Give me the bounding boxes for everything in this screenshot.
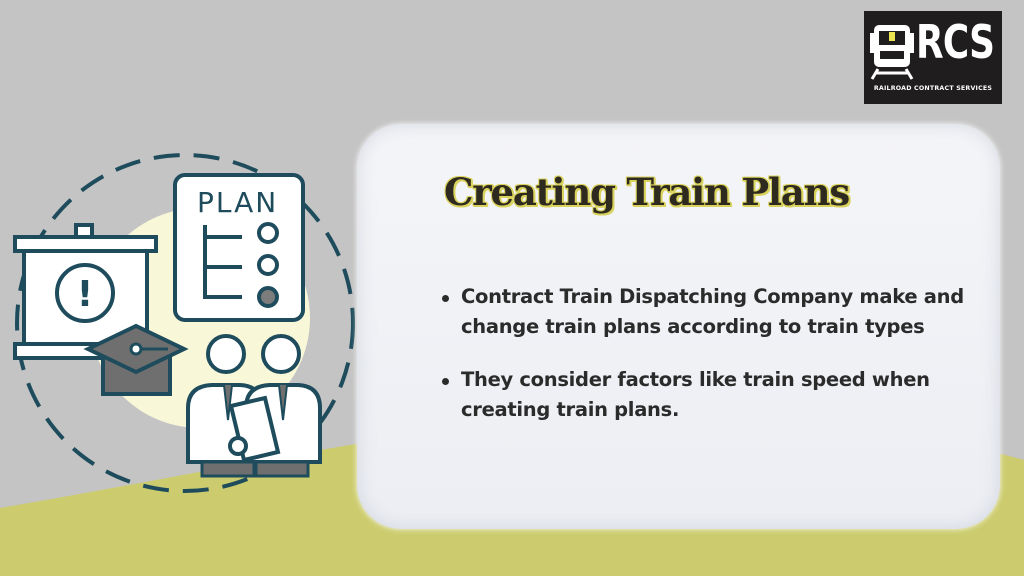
bullet-text: They consider factors like train speed w…	[461, 368, 930, 421]
train-icon	[870, 25, 914, 80]
bullet-dot-icon	[442, 378, 449, 385]
bullet-list: Contract Train Dispatching Company make …	[438, 282, 978, 448]
plan-checklist-icon: PLAN	[173, 173, 305, 322]
illustration: ! PLAN	[13, 153, 355, 493]
logo-letters: RCS	[916, 15, 995, 69]
content-card	[357, 124, 1000, 529]
list-item: They consider factors like train speed w…	[438, 365, 978, 425]
logo-tagline: RAILROAD CONTRACT SERVICES	[873, 85, 993, 92]
slide-title: Creating Train Plans	[444, 170, 850, 214]
bullet-dot-icon	[442, 295, 449, 302]
document-icon	[228, 395, 281, 463]
graduation-cap-icon	[83, 323, 189, 396]
plan-label: PLAN	[197, 186, 278, 219]
dashed-circle	[15, 153, 355, 493]
list-item: Contract Train Dispatching Company make …	[438, 282, 978, 342]
bullet-text: Contract Train Dispatching Company make …	[461, 285, 964, 338]
alert-symbol: !	[77, 274, 93, 315]
rcs-logo: RCS RAILROAD CONTRACT SERVICES	[864, 11, 1002, 104]
